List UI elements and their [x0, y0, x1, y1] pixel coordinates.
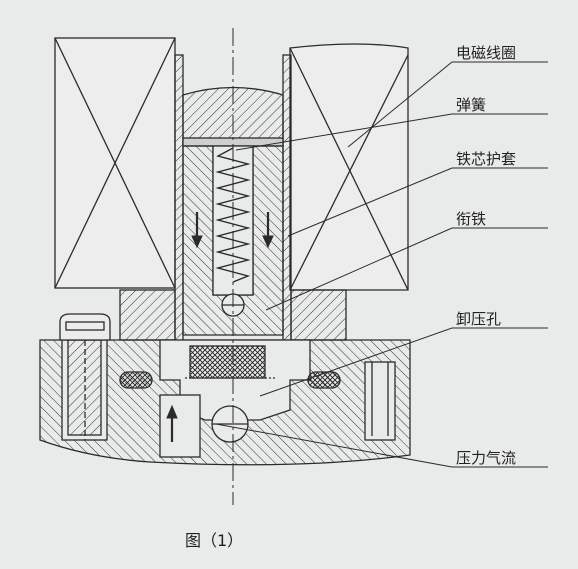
label-armature: 衔铁 — [456, 210, 486, 228]
up-arrow-flow — [166, 404, 178, 442]
valve-cover — [119, 289, 347, 341]
figure-caption: 图（1） — [185, 531, 243, 550]
leader-lines — [215, 61, 548, 468]
label-core-sleeve: 铁芯护套 — [456, 150, 516, 168]
down-arrow-left — [191, 212, 203, 249]
label-spring: 弹簧 — [456, 96, 486, 114]
valve-body — [39, 313, 411, 466]
label-solenoid-coil: 电磁线圈 — [456, 44, 516, 62]
down-arrow-right — [262, 212, 274, 249]
diaphragm — [189, 345, 266, 379]
coil-left — [54, 37, 176, 289]
coil-right — [289, 43, 409, 291]
label-pressure-flow: 压力气流 — [456, 449, 516, 467]
label-relief-hole: 卸压孔 — [456, 310, 501, 328]
